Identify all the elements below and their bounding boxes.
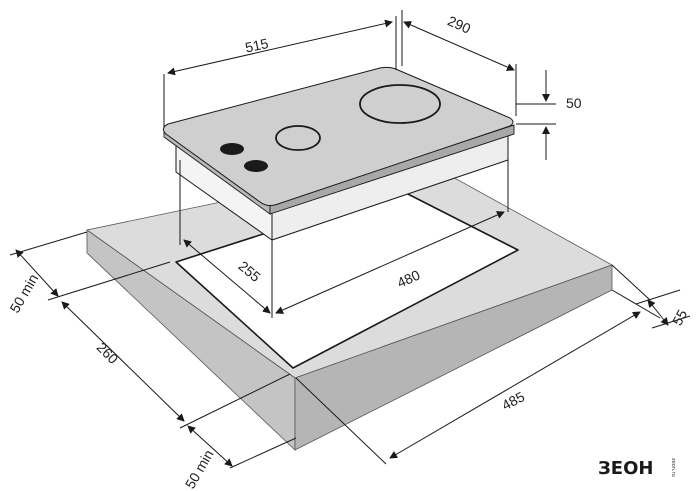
small-burner-ring [275,125,321,151]
control-knob-icon [220,143,244,155]
dim-clearance-front: 50 min [182,447,217,491]
control-knob-icon [244,160,268,172]
logo-subtext: zeon.ru [670,458,676,477]
dim-hob-width: 515 [244,35,270,56]
logo-text: ЗЕОН [598,458,653,479]
zeon-logo: ЗЕОН zeon.ru [598,458,676,479]
dimension-lines [9,10,691,469]
dim-worktop-thickness: 55 [669,307,691,328]
dim-worktop-depth: 260 [94,339,122,367]
large-burner-ring [359,84,441,124]
hob [162,66,515,241]
dim-hob-height: 50 [566,95,582,111]
dim-clearance-back: 50 min [6,271,41,315]
dim-hob-depth: 290 [445,12,473,36]
